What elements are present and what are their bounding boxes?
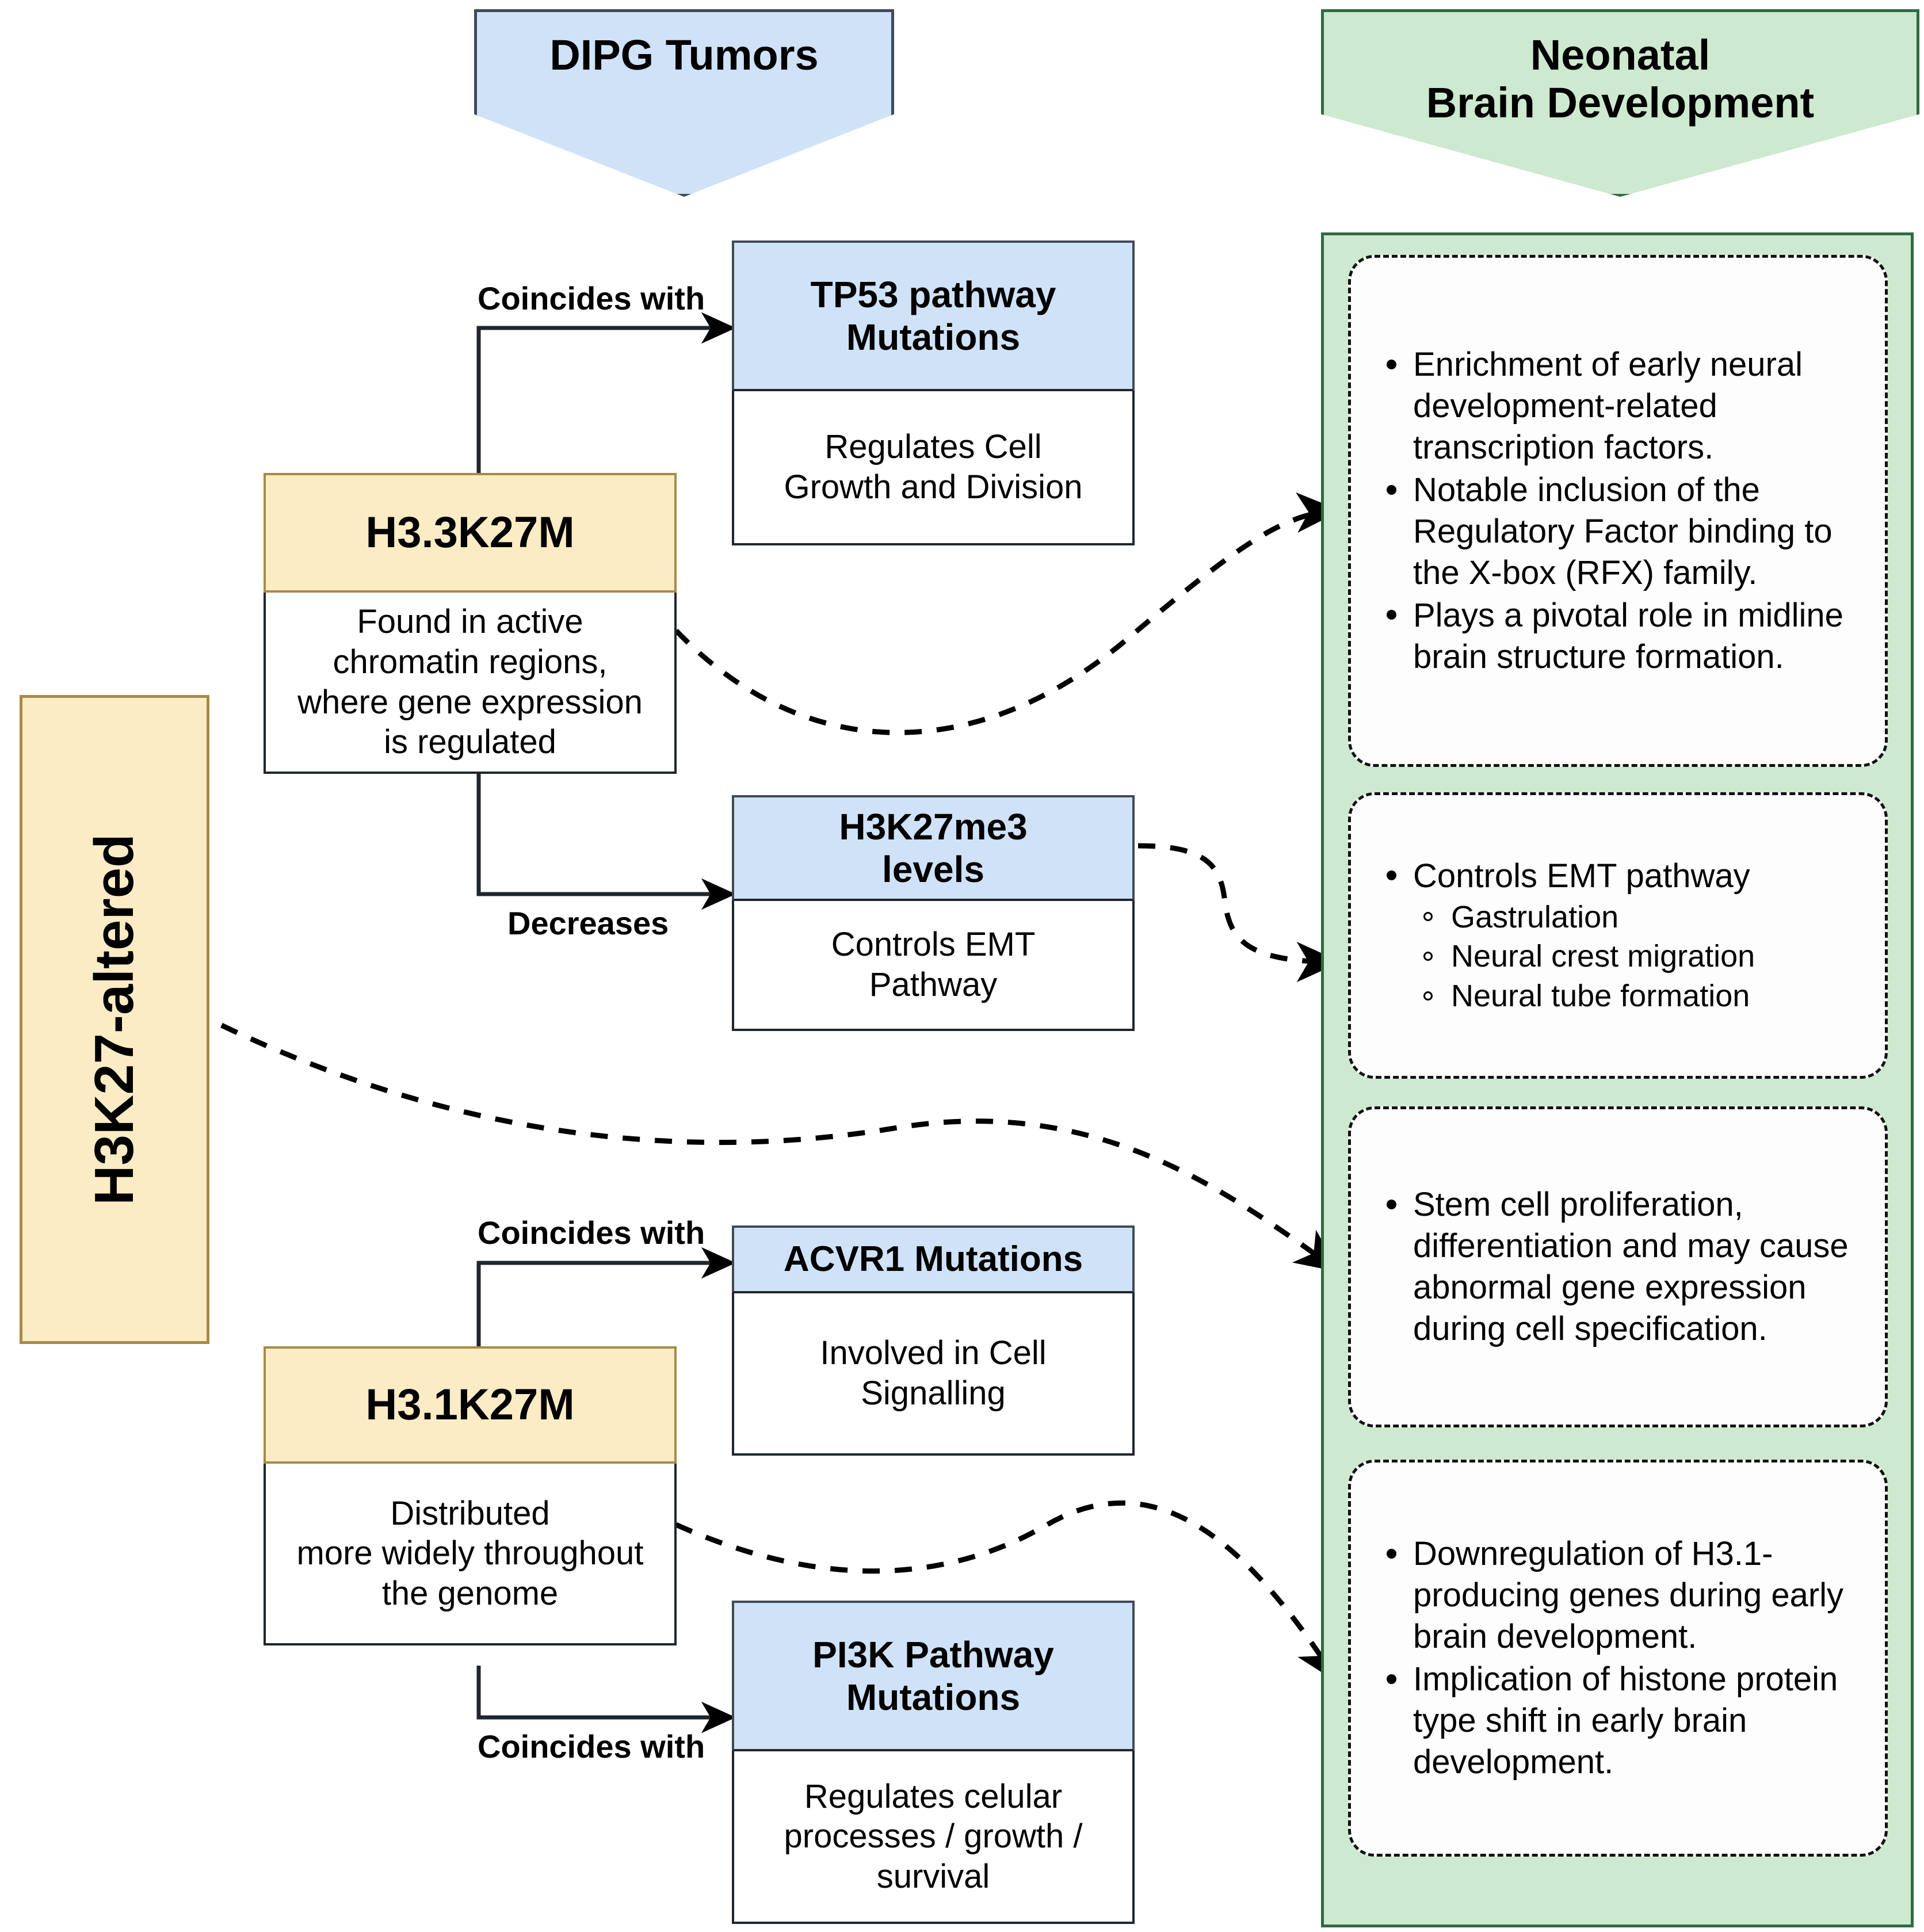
node-h33k27m-body: Found in active chromatin regions, where… [264, 593, 677, 774]
node-acvr1-header: ACVR1 Mutations [732, 1225, 1135, 1293]
card-1-bullet: Enrichment of early neural development-r… [1377, 344, 1862, 468]
node-h3k27me3-header: H3K27me3 levels [732, 795, 1135, 901]
card-2-bullet: Gastrulation [1377, 898, 1862, 937]
card-4-bullet: Downregulation of H3.1-producing genes d… [1377, 1533, 1862, 1658]
node-h31k27m-body: Distributed more widely throughout the g… [264, 1464, 677, 1645]
card-3[interactable]: Stem cell proliferation, differentiation… [1348, 1106, 1888, 1427]
node-pi3k-pathway-mutations[interactable]: PI3K Pathway Mutations Regulates celular… [732, 1601, 1135, 1924]
card-2-bullet: Controls EMT pathway [1377, 856, 1862, 897]
node-acvr1-body: Involved in Cell Signalling [732, 1293, 1135, 1456]
node-pi3k-header: PI3K Pathway Mutations [732, 1601, 1135, 1751]
card-1-bullet: Plays a pivotal role in midline brain st… [1377, 595, 1862, 678]
node-h3k27me3-levels[interactable]: H3K27me3 levels Controls EMT Pathway [732, 795, 1135, 1031]
card-4-bullet: Implication of histone protein type shif… [1377, 1659, 1862, 1783]
edge-label-pi3k: Coincides with [478, 1728, 705, 1765]
card-4[interactable]: Downregulation of H3.1-producing genes d… [1348, 1460, 1888, 1857]
card-2-bullet: Neural tube formation [1377, 977, 1862, 1015]
edge-label-h3k27me3: Decreases [507, 905, 669, 941]
node-acvr1-mutations[interactable]: ACVR1 Mutations Involved in Cell Signall… [732, 1225, 1135, 1456]
node-tp53-header: TP53 pathway Mutations [732, 240, 1135, 391]
node-h33k27m-header: H3.3K27M [264, 473, 677, 593]
node-h3k27-altered[interactable]: H3K27-altered [20, 695, 209, 1344]
node-h33k27m[interactable]: H3.3K27M Found in active chromatin regio… [264, 473, 677, 774]
node-tp53-body: Regulates Cell Growth and Division [732, 391, 1135, 545]
node-tp53-pathway-mutations[interactable]: TP53 pathway Mutations Regulates Cell Gr… [732, 240, 1135, 545]
node-pi3k-body: Regulates celular processes / growth / s… [732, 1751, 1135, 1924]
card-1-bullet: Notable inclusion of the Regulatory Fact… [1377, 469, 1862, 594]
card-3-list: Stem cell proliferation, differentiation… [1351, 1183, 1885, 1351]
banner-dipg-title: DIPG Tumors [549, 31, 819, 79]
card-1[interactable]: Enrichment of early neural development-r… [1348, 255, 1888, 767]
node-h3k27-altered-label: H3K27-altered [83, 834, 146, 1205]
edge-label-tp53: Coincides with [478, 280, 705, 316]
node-h31k27m-header: H3.1K27M [264, 1346, 677, 1464]
card-3-bullet: Stem cell proliferation, differentiation… [1377, 1184, 1862, 1350]
banner-dipg-tumors: DIPG Tumors [474, 9, 894, 197]
card-2-bullet: Neural crest migration [1377, 937, 1862, 976]
card-4-list: Downregulation of H3.1-producing genes d… [1351, 1532, 1885, 1784]
panel-neonatal-brain-development: Enrichment of early neural development-r… [1321, 232, 1914, 1927]
card-1-list: Enrichment of early neural development-r… [1351, 343, 1885, 678]
edge-label-acvr1: Coincides with [478, 1215, 705, 1251]
node-h31k27m[interactable]: H3.1K27M Distributed more widely through… [264, 1346, 677, 1645]
node-h3k27me3-body: Controls EMT Pathway [732, 901, 1135, 1031]
